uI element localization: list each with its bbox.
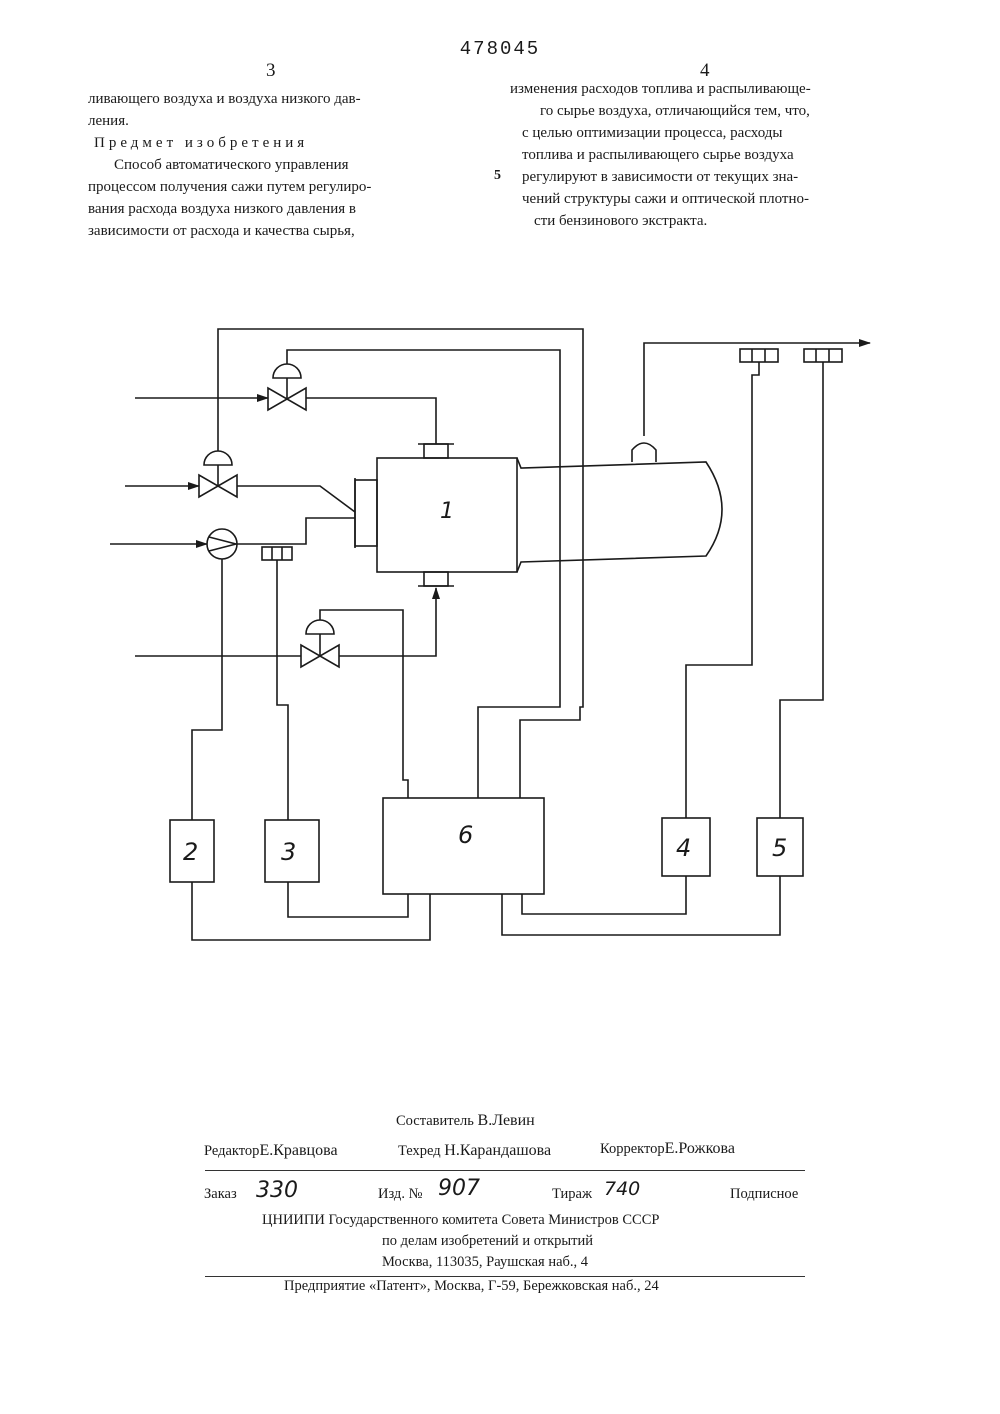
claim-line: зависимости от расхода и качества сырья, [88,220,371,242]
outlet-line [644,343,870,436]
text-line: сти бензинового экстракта. [534,210,811,232]
divider [205,1170,805,1171]
block-3-label: 3 [281,838,296,866]
enterprise-line: Предприятие «Патент», Москва, Г-59, Бере… [284,1278,659,1295]
corrector-label: Корректор [600,1141,665,1157]
text-line: чений структуры сажи и оптической плотно… [522,188,811,210]
text-line: го сырье воздуха, отличающийся тем, что, [540,100,811,122]
text-line: топлива и распыливающего сырье воздуха [522,144,811,166]
line-number-marker: 5 [494,168,501,184]
pipe [339,588,436,656]
corrector-line: КорректорЕ.Рожкова [600,1140,735,1158]
sensor-icon [262,547,292,560]
pipe [237,486,355,512]
print-run-number: 740 [604,1178,640,1200]
text-line: ливающего воздуха и воздуха низкого дав- [88,88,371,110]
org-line-2: по делам изобретений и открытий [382,1233,593,1250]
text-line: изменения расходов топлива и распыливающ… [510,78,811,100]
editor-name: Е.Кравцова [259,1142,337,1159]
signal-line [192,559,222,820]
subscription-note: Подписное [730,1186,798,1203]
signal-line [522,876,686,914]
lower-valve-icon [301,620,339,667]
techred-label: Техред [398,1143,441,1159]
editor-label: Редактор [204,1143,259,1159]
issue-number: 907 [438,1176,480,1201]
signal-line [277,560,288,820]
order-number: 330 [256,1178,298,1203]
block-4-label: 4 [676,834,691,862]
editor-line: РедакторЕ.Кравцова [204,1142,338,1160]
text-line: ления. [88,110,371,132]
claim-line: вания расхода воздуха низкого давления в [88,198,371,220]
signal-line [288,882,408,917]
claim-line: процессом получения сажи путем регулиро- [88,176,371,198]
sensor-icon [804,349,842,362]
pipe [306,398,436,444]
block-2-label: 2 [183,838,198,866]
techred-name: Н.Карандашова [444,1142,551,1159]
divider [205,1276,805,1277]
pipe [237,518,355,544]
signal-line [192,882,430,940]
left-column: ливающего воздуха и воздуха низкого дав-… [88,88,371,242]
claims-heading: Предмет изобретения [94,132,371,154]
compiler-line: Составитель В.Левин [396,1112,535,1130]
flow-meter-icon [207,529,237,559]
column-number-left: 3 [266,60,276,82]
flow-meter-mark [209,537,236,551]
text-line: регулируют в зависимости от текущих зна- [522,166,811,188]
patent-number: 478045 [0,38,1000,60]
process-diagram: 1 [0,300,1000,960]
org-line-3: Москва, 113035, Раушская наб., 4 [382,1254,588,1271]
block-6-label: 6 [458,821,473,849]
reactor-1 [355,443,722,586]
block-5-label: 5 [772,834,787,862]
reactor-label: 1 [440,499,454,524]
signal-line [686,362,759,818]
techred-line: Техред Н.Карандашова [398,1142,551,1160]
sensor-icon [740,349,778,362]
claim-line: Способ автоматического управления [114,154,371,176]
corrector-name: Е.Рожкова [665,1140,735,1157]
compiler-label: Составитель [396,1113,474,1129]
order-label: Заказ [204,1186,237,1203]
top-valve-icon [268,364,306,410]
middle-valve-icon [199,451,237,497]
signal-line [780,362,823,818]
signal-line [218,329,583,798]
compiler-name: В.Левин [478,1112,535,1129]
org-line-1: ЦНИИПИ Государственного комитета Совета … [262,1212,659,1229]
signal-line [320,610,408,798]
text-line: с целью оптимизации процесса, расходы [522,122,811,144]
right-column: изменения расходов топлива и распыливающ… [510,78,811,232]
issue-label: Изд. № [378,1186,422,1203]
print-run-label: Тираж [552,1186,592,1203]
